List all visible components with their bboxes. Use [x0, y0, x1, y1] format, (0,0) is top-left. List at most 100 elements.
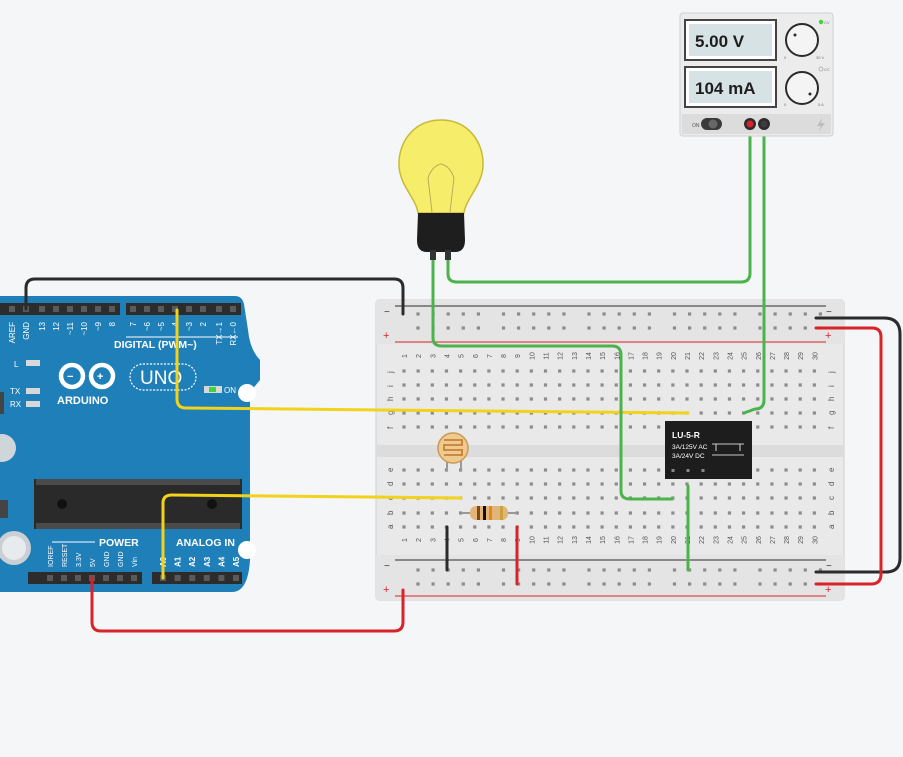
- breadboard-hole[interactable]: [812, 525, 816, 529]
- rail-hole[interactable]: [446, 312, 450, 316]
- breadboard-hole[interactable]: [727, 496, 732, 500]
- breadboard-hole[interactable]: [501, 496, 505, 500]
- header-pin[interactable]: [39, 306, 45, 312]
- breadboard-hole[interactable]: [444, 369, 449, 373]
- breadboard-hole[interactable]: [628, 425, 632, 429]
- breadboard-hole[interactable]: [770, 397, 774, 401]
- breadboard-hole[interactable]: [600, 425, 604, 429]
- rail-hole[interactable]: [718, 582, 722, 586]
- breadboard-hole[interactable]: [515, 369, 519, 373]
- light-bulb[interactable]: [398, 119, 484, 260]
- breadboard-hole[interactable]: [543, 482, 548, 486]
- breadboard-hole[interactable]: [586, 369, 590, 373]
- rail-hole[interactable]: [718, 568, 722, 572]
- rail-hole[interactable]: [703, 312, 707, 316]
- breadboard-hole[interactable]: [812, 425, 816, 429]
- breadboard-hole[interactable]: [756, 496, 760, 500]
- rail-hole[interactable]: [446, 582, 450, 586]
- breadboard-hole[interactable]: [444, 411, 449, 415]
- breadboard-hole[interactable]: [586, 511, 590, 515]
- breadboard-hole[interactable]: [529, 411, 533, 415]
- breadboard-hole[interactable]: [501, 383, 505, 387]
- rail-hole[interactable]: [501, 582, 506, 586]
- breadboard-hole[interactable]: [487, 525, 491, 529]
- breadboard-hole[interactable]: [770, 425, 774, 429]
- breadboard-hole[interactable]: [812, 511, 816, 515]
- header-pin[interactable]: [230, 306, 236, 312]
- breadboard-hole[interactable]: [713, 496, 717, 500]
- breadboard-hole[interactable]: [756, 397, 760, 401]
- rail-hole[interactable]: [517, 312, 521, 316]
- breadboard-hole[interactable]: [628, 369, 632, 373]
- rail-hole[interactable]: [532, 312, 536, 316]
- rail-hole[interactable]: [718, 312, 722, 316]
- header-pin[interactable]: [218, 575, 225, 581]
- breadboard-hole[interactable]: [529, 425, 533, 429]
- breadboard-hole[interactable]: [402, 511, 406, 515]
- breadboard-hole[interactable]: [812, 482, 816, 486]
- breadboard-hole[interactable]: [515, 425, 519, 429]
- header-pin[interactable]: [131, 575, 137, 581]
- breadboard-hole[interactable]: [487, 468, 491, 472]
- breadboard-hole[interactable]: [558, 383, 562, 387]
- rail-hole[interactable]: [501, 326, 506, 330]
- breadboard-hole[interactable]: [473, 496, 477, 500]
- breadboard-hole[interactable]: [699, 411, 703, 415]
- rail-hole[interactable]: [773, 312, 777, 316]
- breadboard-hole[interactable]: [402, 525, 406, 529]
- breadboard-hole[interactable]: [558, 482, 562, 486]
- rail-hole[interactable]: [617, 568, 621, 572]
- breadboard-hole[interactable]: [416, 525, 420, 529]
- rail-hole[interactable]: [587, 326, 591, 330]
- breadboard-hole[interactable]: [699, 496, 703, 500]
- breadboard-hole[interactable]: [727, 525, 732, 529]
- rail-hole[interactable]: [803, 312, 807, 316]
- wire-bulb-to-relay[interactable]: [431, 254, 674, 501]
- breadboard-hole[interactable]: [657, 468, 661, 472]
- rail-hole[interactable]: [788, 582, 792, 586]
- breadboard-hole[interactable]: [742, 511, 746, 515]
- breadboard-hole[interactable]: [812, 369, 816, 373]
- breadboard-hole[interactable]: [628, 482, 632, 486]
- breadboard-hole[interactable]: [501, 482, 505, 486]
- header-pin[interactable]: [47, 575, 53, 581]
- rail-hole[interactable]: [672, 582, 677, 586]
- breadboard-hole[interactable]: [459, 482, 463, 486]
- header-pin[interactable]: [172, 306, 178, 312]
- relay-lu-5-r[interactable]: LU-5-R 3A/125V AC 3A/24V DC: [665, 421, 752, 479]
- rail-hole[interactable]: [416, 312, 420, 316]
- breadboard-hole[interactable]: [529, 369, 533, 373]
- breadboard-hole[interactable]: [444, 425, 449, 429]
- resistor[interactable]: [461, 506, 517, 520]
- breadboard-hole[interactable]: [628, 525, 632, 529]
- breadboard-hole[interactable]: [543, 383, 548, 387]
- rail-hole[interactable]: [758, 326, 762, 330]
- breadboard-hole[interactable]: [430, 511, 434, 515]
- rail-hole[interactable]: [758, 312, 762, 316]
- breadboard-hole[interactable]: [473, 482, 477, 486]
- rail-hole[interactable]: [547, 568, 551, 572]
- rail-hole[interactable]: [602, 582, 606, 586]
- breadboard-hole[interactable]: [529, 468, 533, 472]
- breadboard-hole[interactable]: [699, 482, 703, 486]
- breadboard-hole[interactable]: [572, 369, 576, 373]
- breadboard-hole[interactable]: [699, 511, 703, 515]
- breadboard-hole[interactable]: [756, 369, 760, 373]
- breadboard-hole[interactable]: [742, 383, 746, 387]
- breadboard-hole[interactable]: [756, 511, 760, 515]
- breadboard-hole[interactable]: [657, 383, 661, 387]
- breadboard-hole[interactable]: [642, 468, 647, 472]
- breadboard-hole[interactable]: [558, 525, 562, 529]
- breadboard-hole[interactable]: [586, 525, 590, 529]
- rail-hole[interactable]: [416, 582, 420, 586]
- rail-hole[interactable]: [617, 312, 621, 316]
- breadboard-hole[interactable]: [473, 425, 477, 429]
- breadboard-hole[interactable]: [671, 369, 675, 373]
- breadboard-hole[interactable]: [600, 468, 604, 472]
- breadboard-hole[interactable]: [529, 482, 533, 486]
- rail-hole[interactable]: [688, 582, 692, 586]
- breadboard-hole[interactable]: [770, 496, 774, 500]
- rail-hole[interactable]: [818, 312, 822, 316]
- rail-hole[interactable]: [562, 326, 566, 330]
